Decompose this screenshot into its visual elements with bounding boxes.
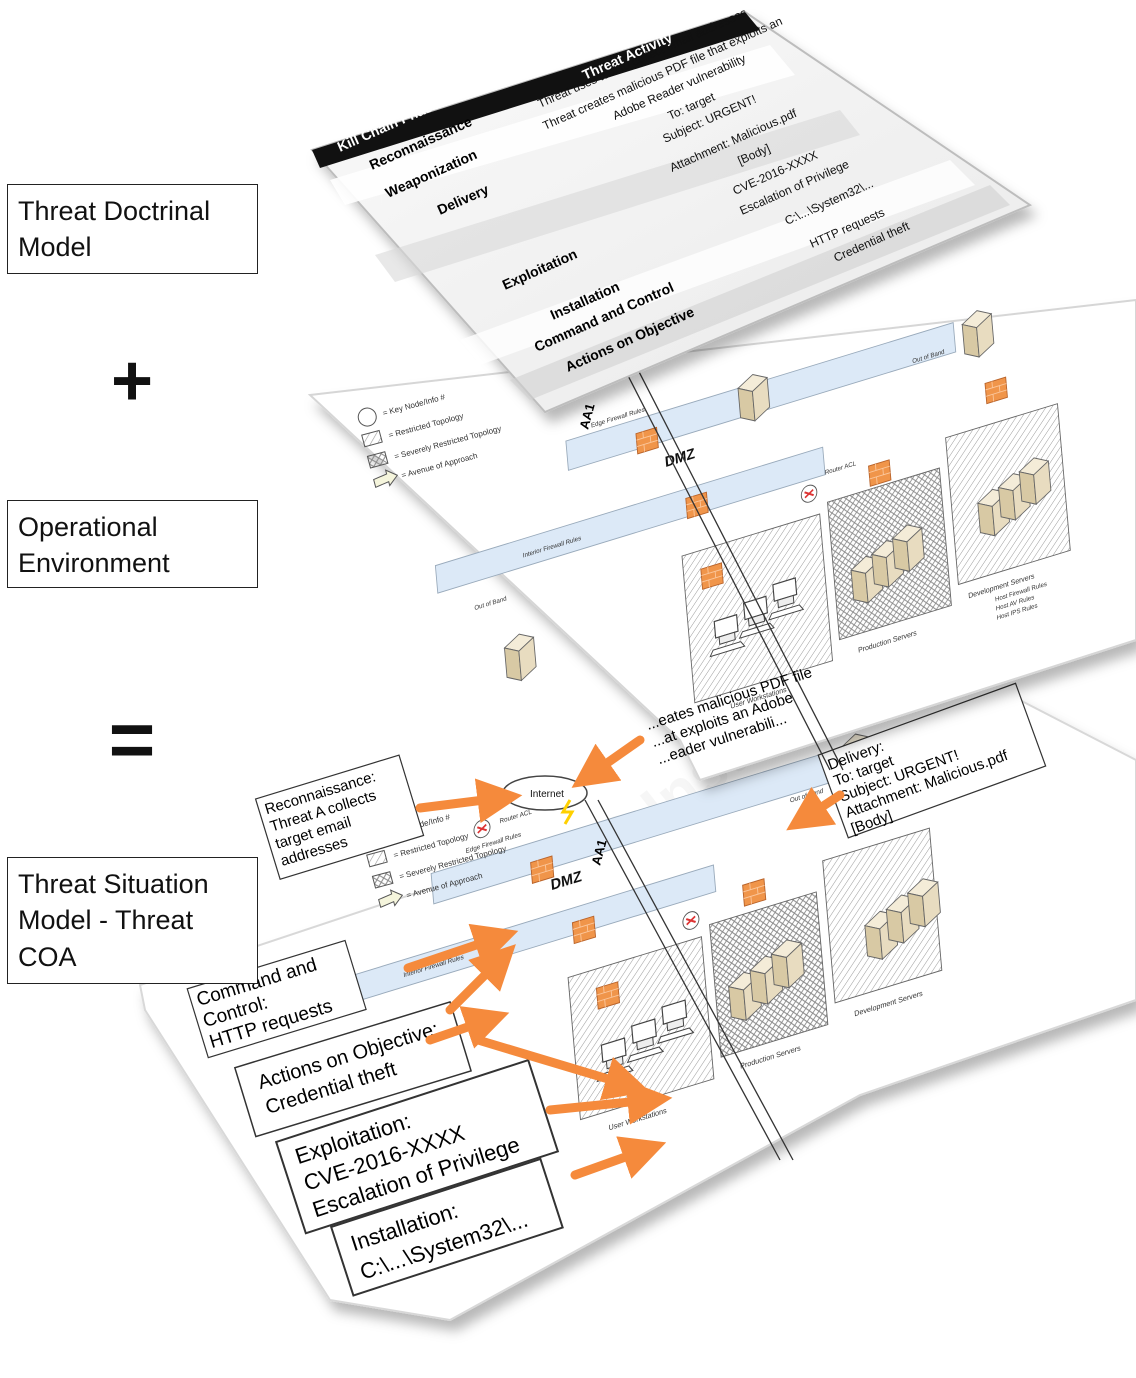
label-threat-doctrinal-model: Threat Doctrinal Model (7, 184, 258, 274)
label-operational-environment: Operational Environment (7, 500, 258, 588)
plus-symbol: + (110, 341, 154, 421)
label-operational-line1: Operational (18, 512, 158, 542)
label-situation-line1: Threat Situation (18, 869, 209, 899)
arrow-c2b (445, 944, 516, 1015)
svg-text:AA1: AA1 (576, 402, 597, 431)
arrow-actions (425, 1006, 510, 1049)
arrow-delivery (786, 786, 845, 831)
svg-text:Internet: Internet (530, 789, 564, 800)
label-operational-line2: Environment (18, 548, 170, 579)
internet-cloud-bottom: Internet (502, 775, 588, 825)
router-acl-label-bottom: Router ACL (499, 808, 532, 825)
arrow-actions2 (473, 1035, 650, 1101)
aa-line-mid: AA1 (576, 359, 844, 771)
annot-delivery: Delivery: To: target Subject: URGENT! At… (817, 682, 1047, 839)
aa-line-bottom: AA1 (584, 799, 794, 1161)
label-doctrinal-line2: Model (18, 232, 92, 263)
label-doctrinal-line1: Threat Doctrinal (18, 196, 211, 226)
label-threat-situation-model: Threat Situation Model - Threat COA (7, 857, 258, 984)
svg-text:AA1: AA1 (588, 838, 609, 867)
arrow-exploit (545, 1079, 673, 1125)
arrow-c2 (403, 923, 519, 973)
attack-arrows (403, 735, 845, 1180)
arrow-recon (415, 778, 523, 824)
operational-network: DMZ User Workstations Production Servers… (434, 305, 1071, 711)
annot-actions: Actions on Objective: Credential theft (233, 1001, 473, 1138)
equals-symbol: = (108, 695, 156, 784)
operational-layer (307, 298, 1136, 782)
arrow-install (570, 1136, 667, 1180)
annot-recon: Reconnaissance: Threat A collects target… (254, 754, 425, 881)
label-situation-line3: COA (18, 941, 77, 972)
oob2-label-mid: Out of Band (474, 595, 507, 612)
label-situation-line2: Model - Threat (18, 905, 194, 936)
arrow-weap (571, 735, 645, 788)
killchain-table: Kill Chain Phase Threat Activity Reconna… (310, 5, 1033, 414)
